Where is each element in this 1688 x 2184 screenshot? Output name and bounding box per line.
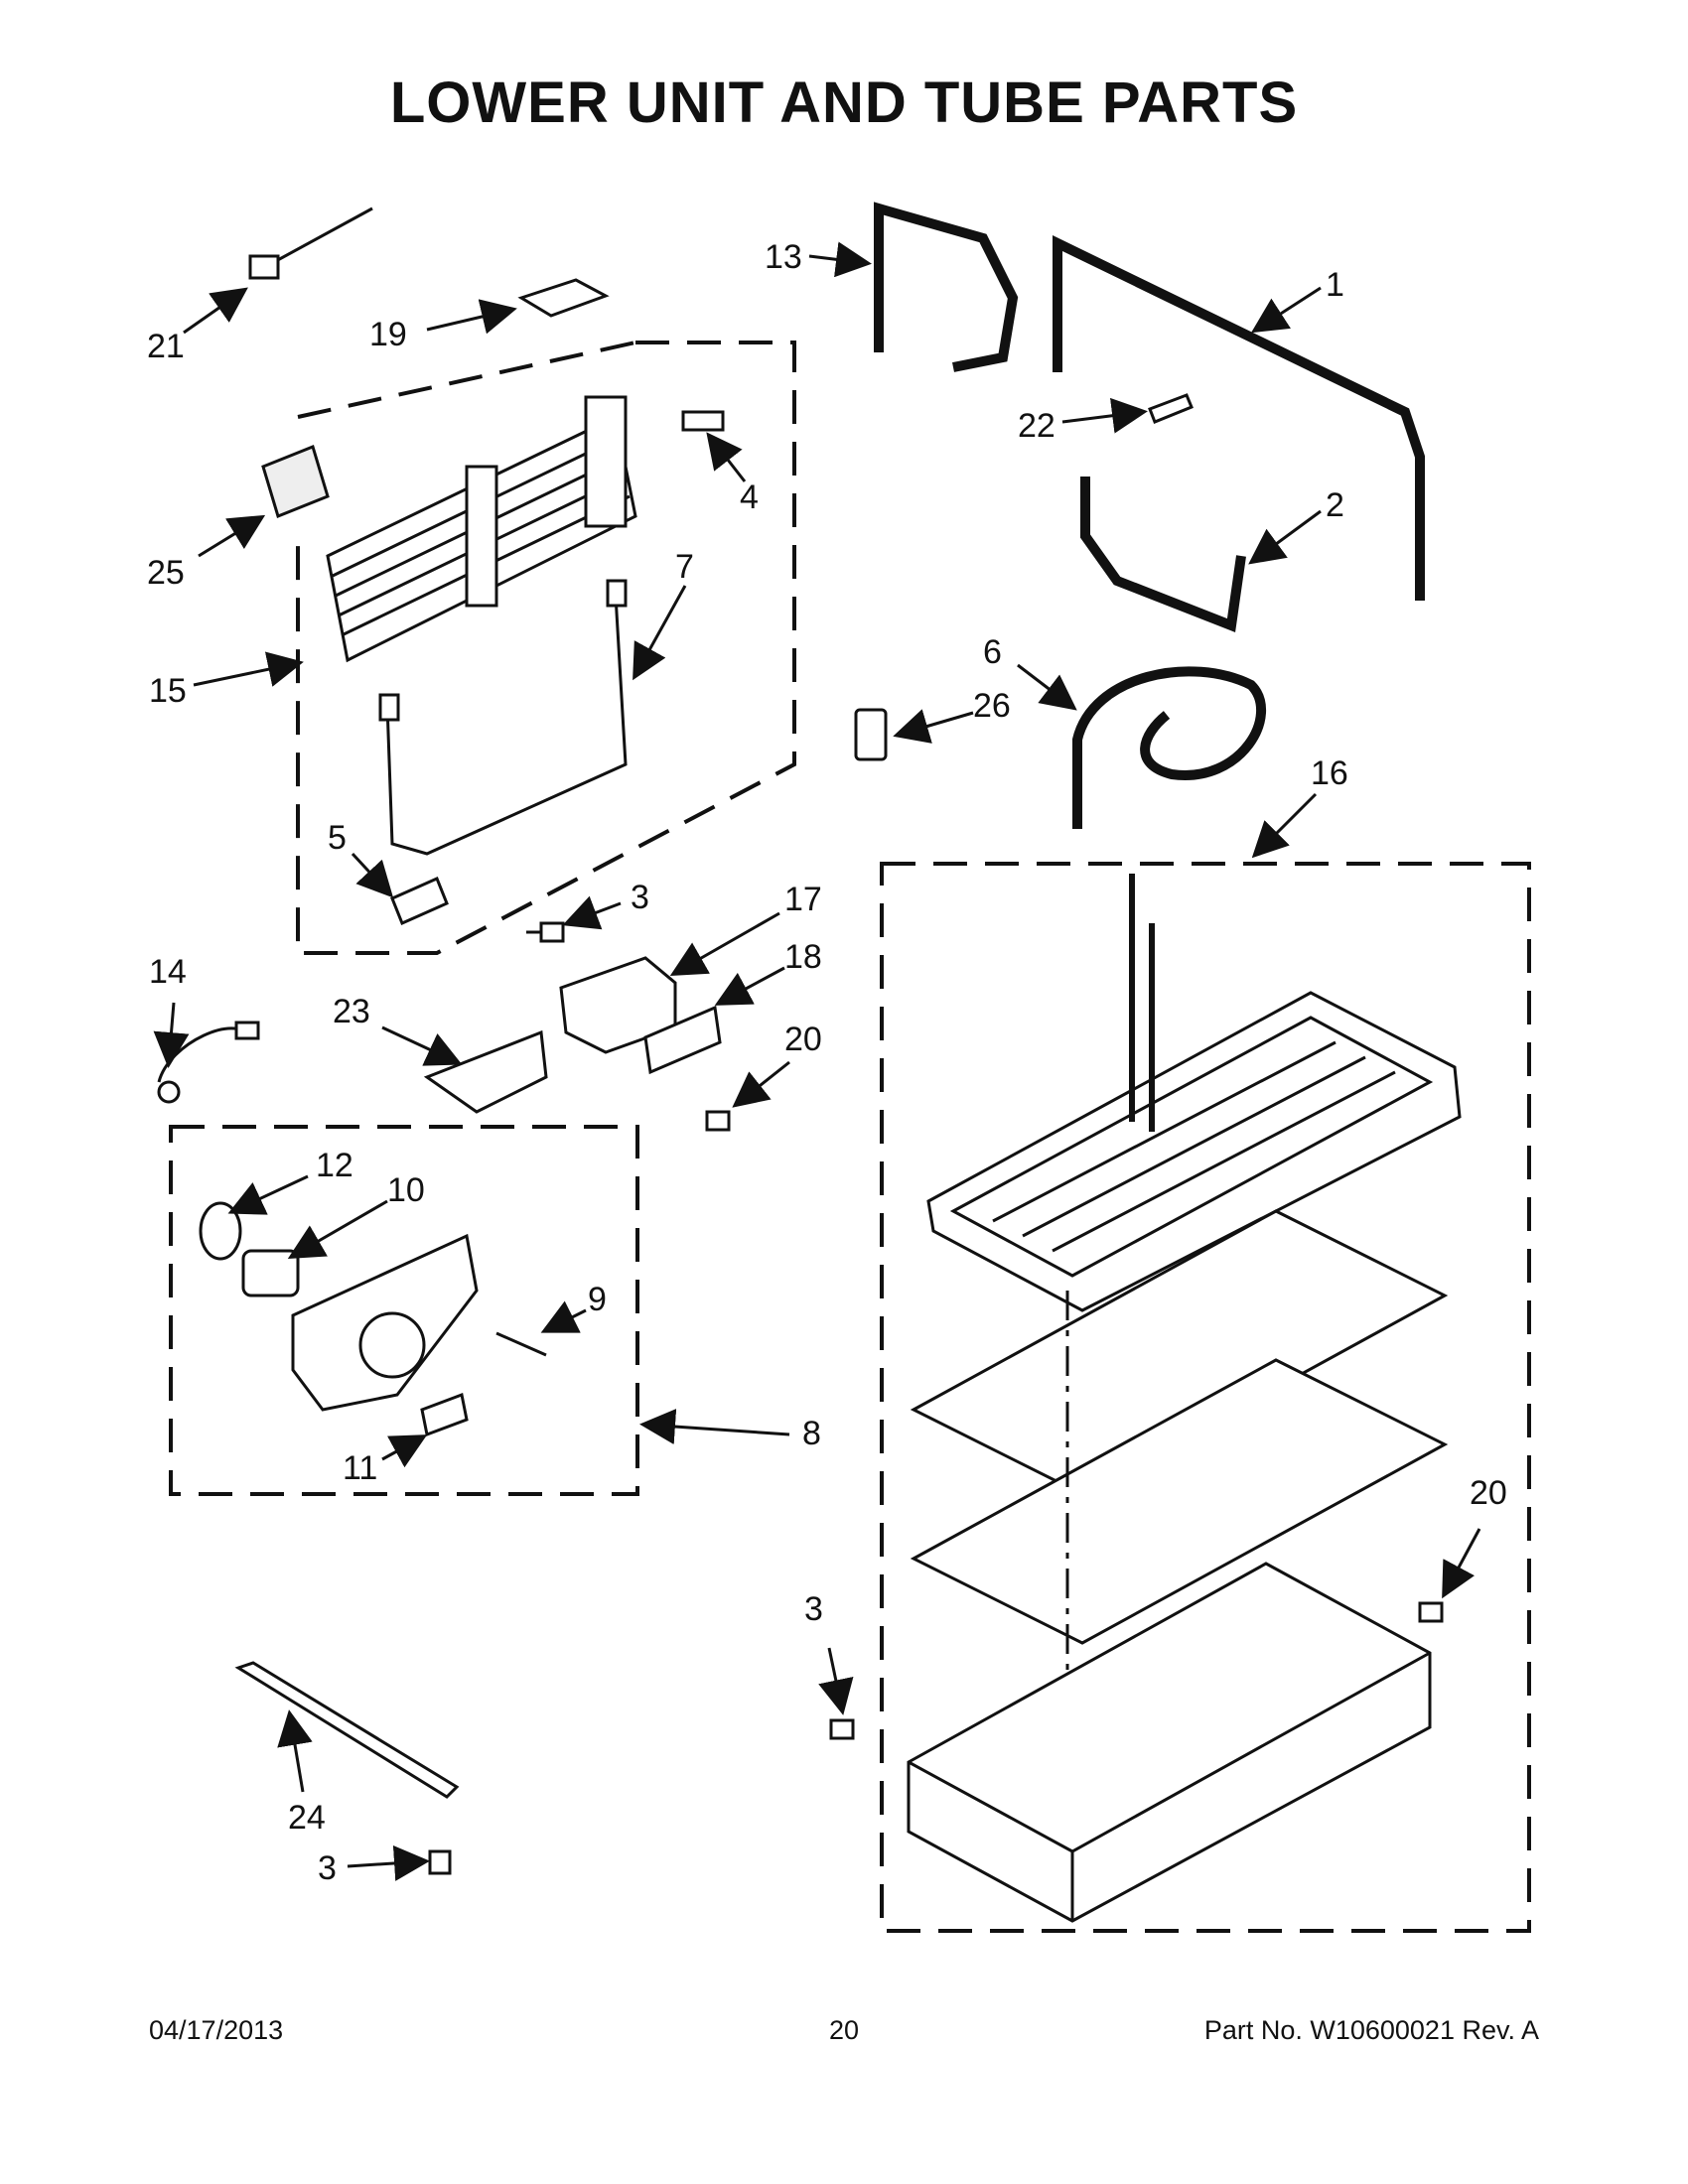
- part-2-tube: [1080, 477, 1246, 632]
- part-4-clip: [681, 410, 725, 432]
- part-16-drain-tray: [926, 874, 1462, 1312]
- callout-18: 18: [784, 938, 822, 976]
- part-22-clip: [1148, 393, 1194, 424]
- callout-17: 17: [784, 881, 822, 918]
- part-21-connector: [248, 206, 373, 280]
- callout-25: 25: [147, 554, 185, 592]
- callout-4: 4: [740, 478, 759, 516]
- footer-date: 04/17/2013: [149, 2015, 284, 2045]
- callout-2: 2: [1326, 486, 1344, 524]
- callout-13: 13: [765, 238, 802, 276]
- callout-5: 5: [328, 819, 347, 857]
- part-13-tube: [874, 202, 1019, 372]
- fan-assembly-box: [169, 1125, 639, 1496]
- part-16-drain-pan: [907, 1562, 1432, 1923]
- part-19-pad: [517, 278, 610, 318]
- part-6-tube: [1072, 666, 1267, 829]
- part-1-tube: [1053, 235, 1425, 601]
- callout-20-upper: 20: [784, 1021, 822, 1058]
- part-26-sleeve: [854, 708, 888, 761]
- callout-16: 16: [1311, 754, 1348, 792]
- callout-19: 19: [369, 316, 407, 353]
- callout-6: 6: [983, 633, 1002, 671]
- callout-1: 1: [1326, 266, 1344, 304]
- callout-3-lower: 3: [318, 1849, 337, 1887]
- callout-8: 8: [802, 1415, 821, 1452]
- callout-21: 21: [147, 328, 185, 365]
- part-11-bracket: [420, 1392, 469, 1437]
- evaporator-assembly-box: [296, 341, 796, 955]
- callout-3-right: 3: [804, 1590, 823, 1628]
- callout-26: 26: [973, 687, 1011, 725]
- part-3-screw-right: [829, 1718, 855, 1740]
- part-5-bracket: [390, 876, 449, 926]
- callout-20-right: 20: [1470, 1474, 1507, 1512]
- callout-14: 14: [149, 953, 187, 991]
- callout-12: 12: [316, 1147, 353, 1184]
- drain-pan-assembly-box: [880, 862, 1531, 1933]
- footer-page-number: 20: [828, 2015, 860, 2045]
- part-12-fan-blade: [199, 1201, 242, 1261]
- callout-24: 24: [288, 1799, 326, 1837]
- part-10-motor: [241, 1249, 300, 1297]
- part-9-bolt: [495, 1331, 547, 1357]
- callout-3-upper: 3: [631, 879, 649, 916]
- page-title: LOWER UNIT AND TUBE PARTS: [389, 70, 1299, 135]
- callout-22: 22: [1018, 407, 1055, 445]
- callout-10: 10: [387, 1171, 425, 1209]
- callout-7: 7: [675, 548, 694, 586]
- part-8-fan-shroud: [291, 1233, 479, 1412]
- callout-11: 11: [343, 1449, 377, 1487]
- part-3-screw-lower: [428, 1849, 452, 1875]
- part-24-rail: [234, 1661, 460, 1799]
- part-18-plate: [643, 1005, 722, 1075]
- footer-part-number: Part No. W10600021 Rev. A: [1203, 2015, 1539, 2045]
- callout-23: 23: [333, 993, 370, 1030]
- part-14-harness: [157, 1021, 260, 1104]
- part-15-evaporator: [326, 395, 637, 663]
- part-23-cover: [423, 1029, 548, 1114]
- part-20-screw-right: [1418, 1601, 1444, 1623]
- part-7-heater: [378, 579, 628, 856]
- part-3-screw-upper: [526, 921, 565, 943]
- callout-9: 9: [588, 1281, 607, 1318]
- part-20-screw-upper: [705, 1110, 731, 1132]
- callout-15: 15: [149, 672, 187, 710]
- part-16-insulation-sheets: [910, 1209, 1449, 1645]
- part-25-gasket: [261, 444, 330, 519]
